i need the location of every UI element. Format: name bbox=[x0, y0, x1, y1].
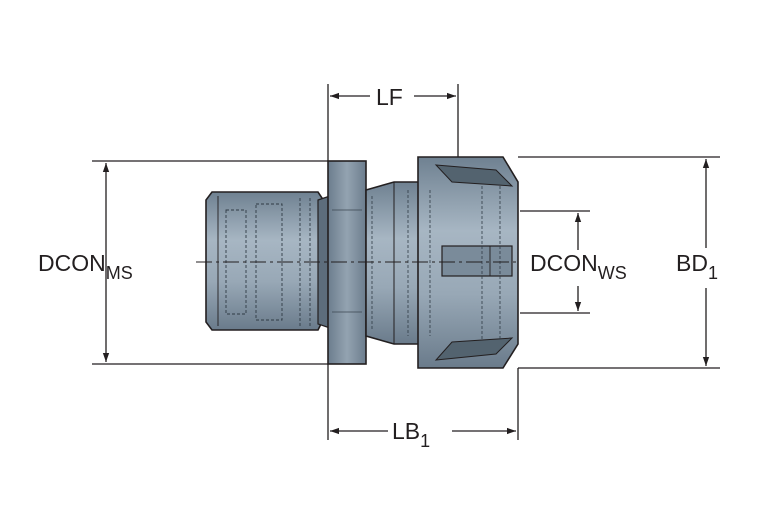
label-bd1-main: BD bbox=[676, 250, 708, 276]
dcon-ws-dimension bbox=[520, 210, 590, 314]
label-dcon-ms: DCONMS bbox=[38, 250, 133, 283]
bd1-dimension bbox=[518, 156, 720, 369]
label-dcon-ms-sub: MS bbox=[105, 263, 133, 283]
label-lb1: LB1 bbox=[392, 418, 430, 451]
dcon-ms-dimension bbox=[92, 160, 328, 365]
lb1-dimension bbox=[327, 364, 519, 440]
label-bd1: BD1 bbox=[676, 250, 718, 283]
label-dcon-ms-main: DCON bbox=[38, 250, 106, 276]
label-bd1-sub: 1 bbox=[707, 263, 718, 283]
label-lb1-sub: 1 bbox=[420, 431, 431, 451]
shank-body bbox=[205, 191, 331, 331]
lf-dimension bbox=[327, 84, 459, 161]
label-dcon-ws-main: DCON bbox=[530, 250, 598, 276]
label-lf: LF bbox=[376, 86, 403, 109]
label-lf-text: LF bbox=[376, 84, 403, 110]
label-lb1-main: LB bbox=[392, 418, 421, 444]
label-dcon-ws-sub: WS bbox=[597, 263, 627, 283]
label-dcon-ws: DCONWS bbox=[530, 250, 627, 283]
neck bbox=[365, 181, 421, 345]
